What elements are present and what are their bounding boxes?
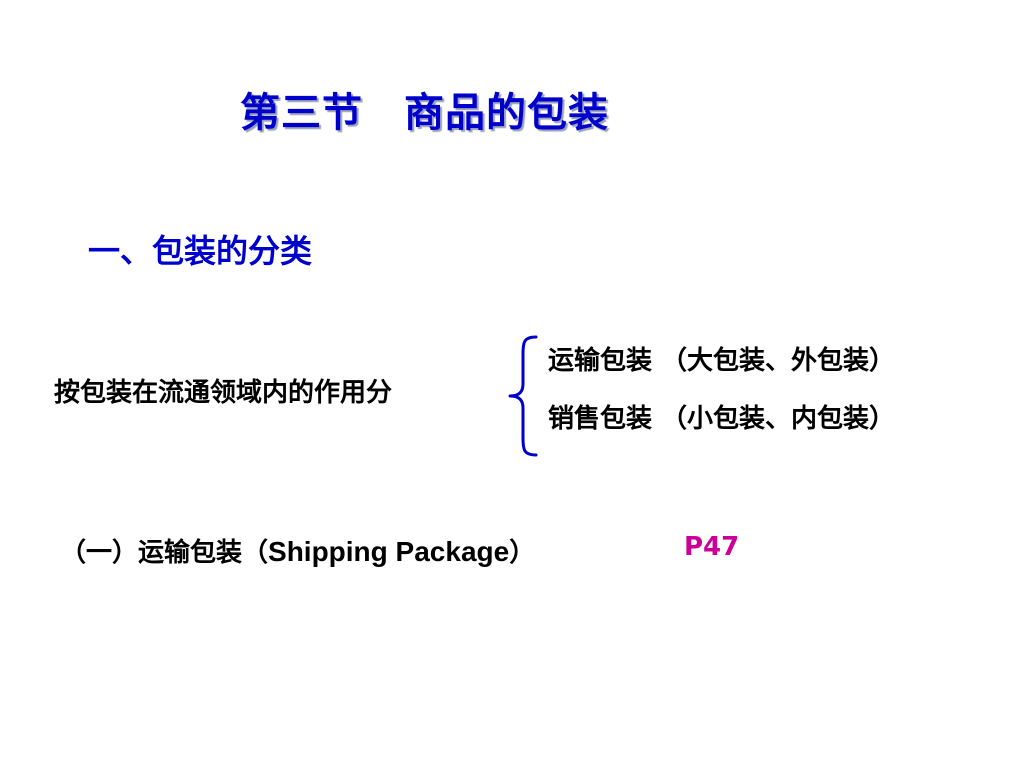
page-reference: P47 — [684, 532, 740, 562]
subsection-prefix: （一）运输包装（ — [60, 538, 269, 568]
section-heading: 一、包装的分类 — [88, 232, 313, 270]
subsection-suffix: ） — [509, 538, 536, 568]
subsection-heading: （一）运输包装（Shipping Package） — [60, 532, 535, 569]
subsection-english: Shipping Package — [268, 536, 510, 567]
curly-brace-icon — [508, 335, 538, 457]
branch-sales-package: 销售包装 （小包装、内包装） — [548, 404, 896, 434]
branch-shipping-package: 运输包装 （大包装、外包装） — [548, 346, 896, 376]
classification-label: 按包装在流通领域内的作用分 — [54, 378, 393, 408]
slide-title: 第三节 商品的包装 — [240, 90, 609, 136]
